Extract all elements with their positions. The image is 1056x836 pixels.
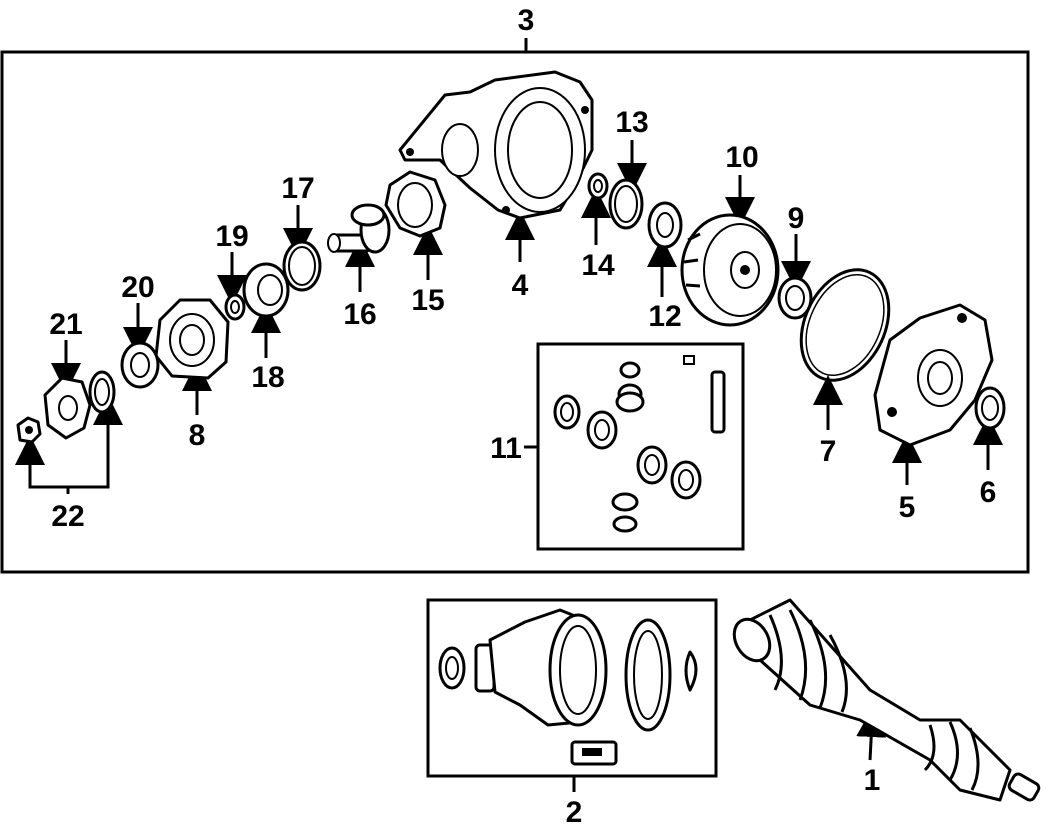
part-1-drive-axle (732, 598, 1041, 802)
part-5-rear-cover (873, 303, 994, 447)
callout-11: 11 (490, 432, 522, 465)
part-21-flange (43, 376, 92, 440)
part-10-ring-gear (680, 213, 780, 327)
part-9-seal (777, 276, 813, 320)
callout-9: 9 (788, 202, 805, 235)
callout-3: 3 (518, 4, 535, 37)
callout-13: 13 (615, 106, 648, 139)
callout-2: 2 (566, 796, 583, 829)
kit-2-frame (426, 598, 718, 792)
callout-6: 6 (980, 476, 997, 509)
part-16-pinion (327, 203, 391, 254)
part-19-washer (224, 293, 246, 321)
callout-12: 12 (648, 300, 681, 333)
callout-18: 18 (251, 361, 284, 394)
part-18-bearing (242, 262, 290, 318)
part-14-seal (587, 172, 609, 200)
callout-5: 5 (899, 491, 916, 524)
part-17-ring (282, 240, 322, 292)
part-20-bearing (120, 341, 160, 389)
part-22-nut-and-seal (16, 370, 116, 444)
callout-17: 17 (281, 172, 314, 205)
callout-8: 8 (189, 419, 206, 452)
part-11-kit-contents (553, 355, 726, 533)
part-12-bearing (647, 201, 683, 249)
callout-labels: 3 4 13 10 9 14 12 17 19 20 21 16 15 18 8… (49, 4, 996, 829)
callout-16: 16 (343, 298, 376, 331)
part-13-ring (608, 178, 644, 230)
callout-22: 22 (51, 500, 84, 533)
callout-14: 14 (581, 249, 615, 282)
callout-20: 20 (121, 271, 154, 304)
callout-21: 21 (49, 308, 82, 341)
part-6-seal (974, 386, 1006, 430)
part-15-gasket (384, 170, 447, 238)
differential-assembly-frame (0, 38, 1030, 574)
part-8-case (154, 298, 230, 380)
callout-7: 7 (820, 435, 837, 468)
callout-10: 10 (725, 141, 758, 174)
kit-11-frame (524, 342, 745, 551)
callout-19: 19 (215, 220, 248, 253)
part-4-carrier-housing (398, 70, 594, 220)
callout-4: 4 (512, 269, 529, 302)
leader-arrows (14, 140, 1003, 761)
part-2-boot-kit (438, 608, 698, 766)
callout-1: 1 (864, 764, 881, 797)
callout-15: 15 (411, 284, 444, 317)
